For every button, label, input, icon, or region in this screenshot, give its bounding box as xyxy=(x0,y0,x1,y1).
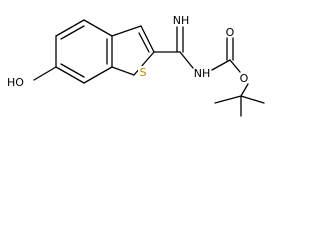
bond-c-oh xyxy=(33,66,57,81)
ester-oxygen-label: O xyxy=(240,72,249,85)
bond-amidine-nh xyxy=(179,51,194,69)
hydroxyl-label: HO xyxy=(7,76,24,89)
bond xyxy=(83,19,113,37)
bond xyxy=(83,66,113,84)
benzene-ring xyxy=(55,19,113,84)
amide-nh-label: NH xyxy=(194,67,211,80)
bond xyxy=(55,19,85,37)
carbonyl-oxygen-label: O xyxy=(226,26,235,39)
double-bond-inner xyxy=(60,25,85,40)
double-bond-inner xyxy=(138,32,150,53)
bond-carbonyl-ester xyxy=(229,59,241,73)
bond xyxy=(140,25,155,53)
bond xyxy=(55,66,85,84)
imine-label: NH xyxy=(173,14,190,27)
bond-nh-carbonyl xyxy=(211,59,231,71)
bond xyxy=(111,25,142,37)
bond-tbu-methyl xyxy=(214,95,242,104)
sulfur-atom-label: S xyxy=(140,66,147,79)
bond xyxy=(111,66,135,76)
chemical-structure: S HO NH NH O O xyxy=(7,14,265,117)
double-bond-inner xyxy=(60,63,85,78)
bond xyxy=(133,51,155,76)
bond-tbu-methyl xyxy=(240,95,265,104)
thiophene-ring xyxy=(111,25,155,76)
bond-ester-tbu xyxy=(240,83,249,97)
